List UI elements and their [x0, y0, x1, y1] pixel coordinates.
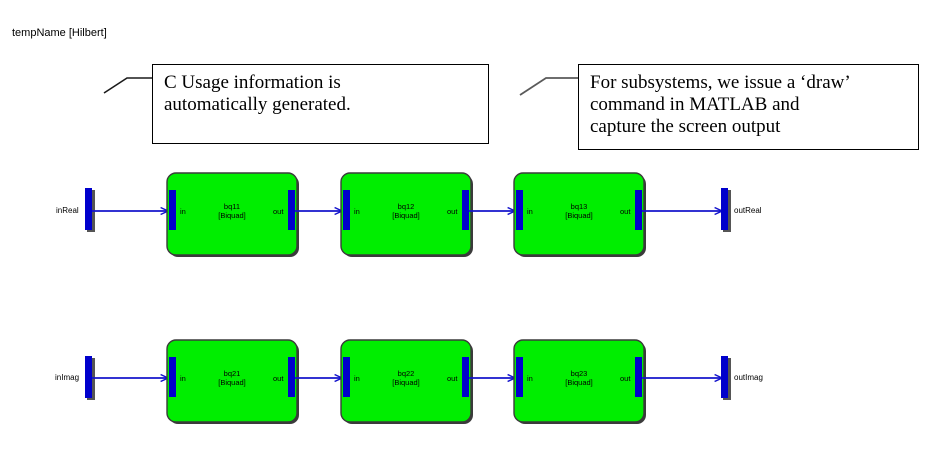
- terminal-label-outreal: outReal: [734, 206, 762, 215]
- callout-leader-line-subsystems: [519, 77, 579, 96]
- annotation-line: capture the screen output: [590, 116, 781, 138]
- block-name-bq23: bq23 [Biquad]: [565, 369, 593, 388]
- block-name-bq13: bq13 [Biquad]: [565, 202, 593, 221]
- block-type-text: [Biquad]: [565, 211, 593, 221]
- block-name-text: bq21: [223, 369, 241, 378]
- terminal-label-inimag: inImag: [55, 373, 80, 382]
- block-in-port-label: in: [354, 374, 360, 383]
- block-type-text: [Biquad]: [565, 378, 593, 388]
- block-name-bq22: bq22 [Biquad]: [392, 369, 420, 388]
- block-in-port-label: in: [180, 207, 186, 216]
- block-type-text: [Biquad]: [218, 378, 246, 388]
- block-name-text: bq11: [223, 202, 241, 211]
- block-type-text: [Biquad]: [218, 211, 246, 221]
- annotation-line: For subsystems, we issue a ‘draw’: [590, 72, 851, 93]
- annotation-line: command in MATLAB and: [590, 94, 800, 116]
- block-out-port-label: out: [273, 374, 284, 383]
- annotation-callout-subsystems: For subsystems, we issue a ‘draw’ comman…: [578, 64, 919, 150]
- block-name-bq11: bq11 [Biquad]: [218, 202, 246, 221]
- block-name-text: bq13: [570, 202, 588, 211]
- annotation-callout-c-usage: C Usage information is automatically gen…: [152, 64, 489, 144]
- callout-leader-line-c-usage: [103, 77, 153, 94]
- annotation-line: automatically generated.: [164, 94, 351, 116]
- block-name-text: bq22: [397, 369, 415, 378]
- block-out-port-label: out: [273, 207, 284, 216]
- block-in-port-label: in: [180, 374, 186, 383]
- block-name-text: bq23: [570, 369, 588, 378]
- block-name-bq12: bq12 [Biquad]: [392, 202, 420, 221]
- block-type-text: [Biquad]: [392, 211, 420, 221]
- block-out-port-label: out: [447, 207, 458, 216]
- block-out-port-label: out: [447, 374, 458, 383]
- block-in-port-label: in: [354, 207, 360, 216]
- block-out-port-label: out: [620, 207, 631, 216]
- page-title: tempName [Hilbert]: [12, 27, 107, 39]
- terminal-label-outimag: outImag: [734, 373, 763, 382]
- block-in-port-label: in: [527, 374, 533, 383]
- annotation-line: C Usage information is: [164, 72, 341, 93]
- terminal-label-inreal: inReal: [56, 206, 79, 215]
- block-out-port-label: out: [620, 374, 631, 383]
- block-name-text: bq12: [397, 202, 415, 211]
- block-type-text: [Biquad]: [392, 378, 420, 388]
- block-in-port-label: in: [527, 207, 533, 216]
- block-name-bq21: bq21 [Biquad]: [218, 369, 246, 388]
